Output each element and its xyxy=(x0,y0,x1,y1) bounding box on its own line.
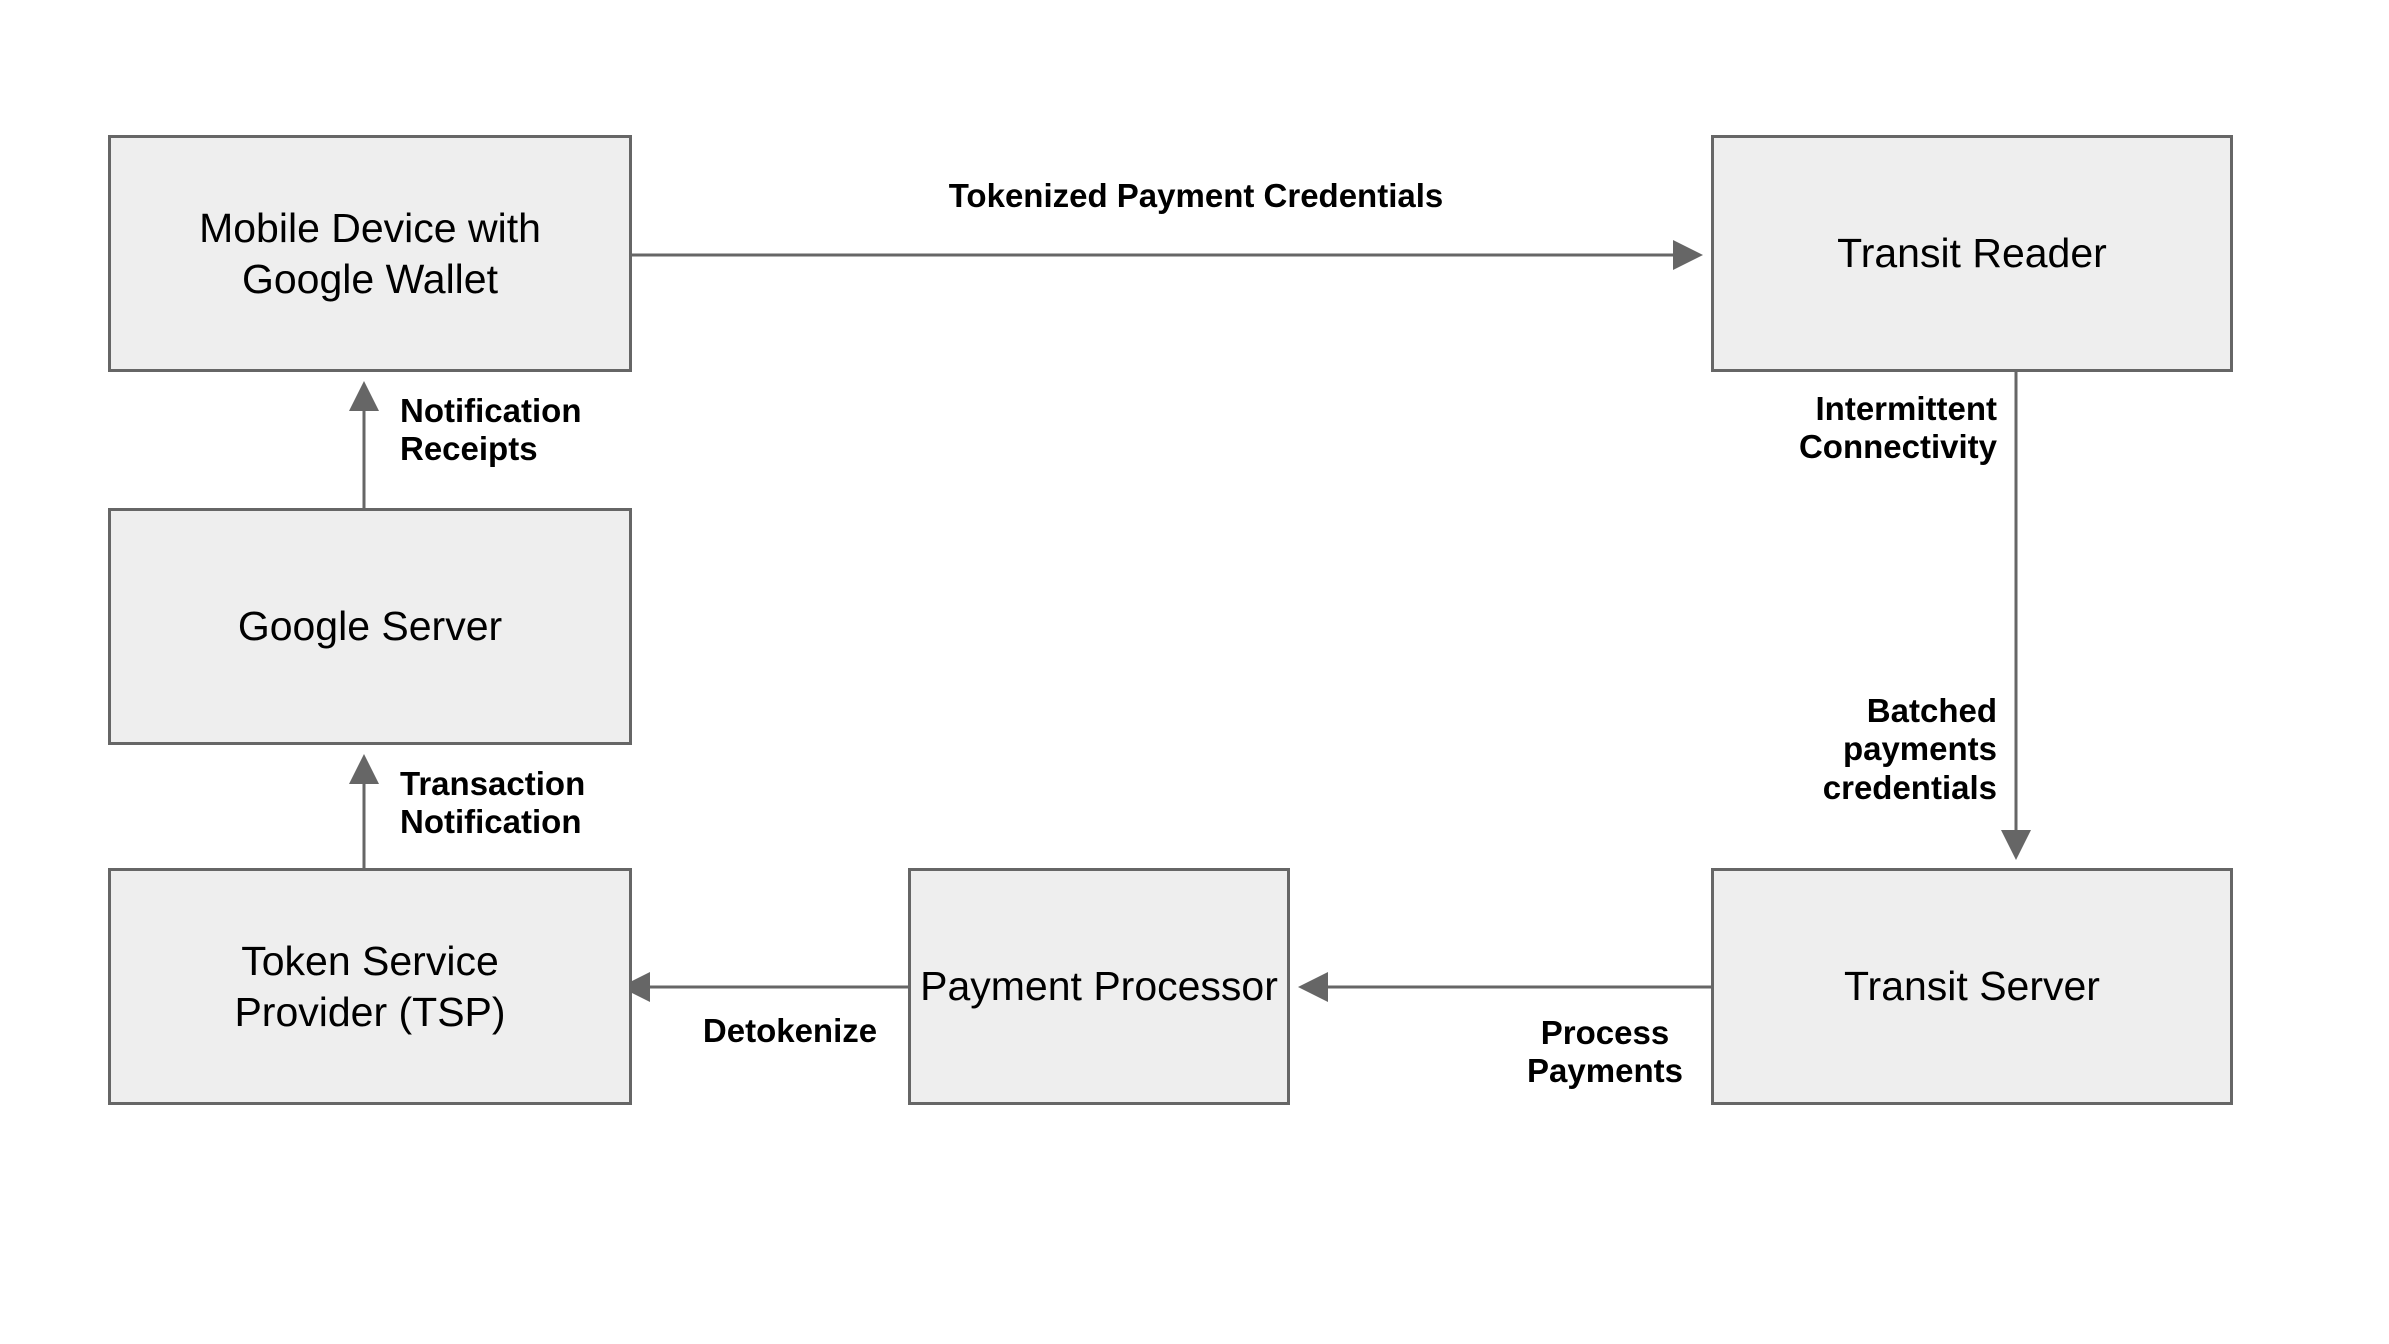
node-label: Google Server xyxy=(237,603,503,650)
edge-label-batched-payments-credentials: Batched payments credentials xyxy=(1822,692,1997,806)
node-label: Payment Processor xyxy=(920,963,1278,1010)
node-label: Transit Reader xyxy=(1837,230,2107,277)
edge-label-transaction-notification: Transaction Notification xyxy=(400,765,586,841)
node-google-server[interactable]: Google Server xyxy=(108,508,632,745)
edge-label-tokenized-payment-credentials: Tokenized Payment Credentials xyxy=(948,177,1444,214)
node-mobile-device-with-google-wallet[interactable]: Mobile Device with Google Wallet xyxy=(108,135,632,372)
node-label: Token Service Provider (TSP) xyxy=(234,938,506,1035)
node-transit-server[interactable]: Transit Server xyxy=(1711,868,2233,1105)
node-payment-processor[interactable]: Payment Processor xyxy=(908,868,1290,1105)
edge-label-process-payments: Process Payments xyxy=(1527,1014,1683,1090)
node-label: Transit Server xyxy=(1844,963,2100,1010)
node-transit-reader[interactable]: Transit Reader xyxy=(1711,135,2233,372)
node-label: Mobile Device with Google Wallet xyxy=(199,205,541,302)
edge-label-detokenize: Detokenize xyxy=(702,1012,878,1049)
edge-label-intermittent-connectivity: Intermittent Connectivity xyxy=(1798,390,1997,466)
edge-label-notification-receipts: Notification Receipts xyxy=(400,392,582,468)
node-token-service-provider[interactable]: Token Service Provider (TSP) xyxy=(108,868,632,1105)
